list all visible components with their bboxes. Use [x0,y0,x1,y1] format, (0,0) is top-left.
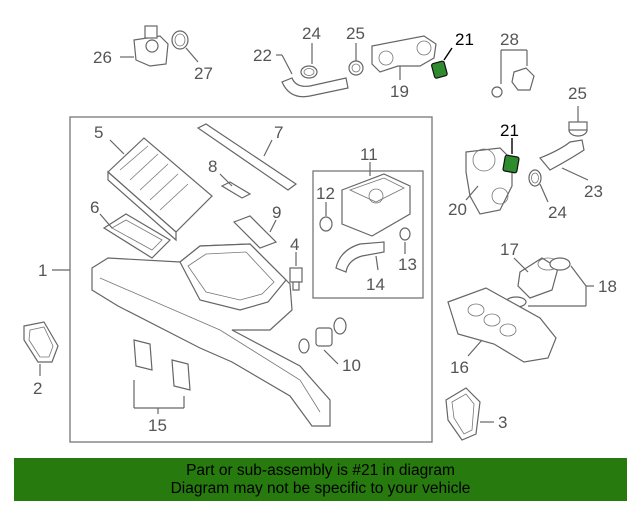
callout-4: 4 [290,235,299,254]
callout-2: 2 [33,379,42,398]
part-11-resonator[interactable] [341,173,411,237]
part-25-ring[interactable] [348,60,364,76]
callout-25-right: 25 [568,84,587,103]
callout-7: 7 [274,123,283,142]
part-24-clamp[interactable] [300,65,318,79]
callout-18: 18 [598,277,617,296]
info-banner: Part or sub-assembly is #21 in diagram D… [14,458,627,501]
callout-15: 15 [148,416,167,435]
part-20-housing[interactable] [465,147,513,215]
callout-9: 9 [272,203,281,222]
part-26-sensor[interactable] [133,25,169,67]
part-28-sensor[interactable] [491,67,535,98]
part-4-sensor[interactable] [289,267,303,291]
callout-6: 6 [90,198,99,217]
part-6-pad[interactable] [102,213,171,259]
part-1-housing[interactable] [91,243,331,427]
part-16-manifold[interactable] [447,287,557,363]
callout-21-right: 21 [500,121,519,140]
callout-28: 28 [500,30,519,49]
callout-12: 12 [316,184,335,203]
callout-10: 10 [342,356,361,375]
part-13-ring[interactable] [399,227,411,241]
part-12-ring[interactable] [319,216,333,232]
callout-17: 17 [500,240,519,259]
part-22-hose[interactable] [281,77,349,98]
callout-13: 13 [398,255,417,274]
callout-25-top: 25 [346,24,365,43]
callout-21-top: 21 [455,30,474,49]
part-3-gasket[interactable] [445,387,481,441]
part-21-highlighted-right[interactable] [502,154,520,174]
air-cleaner-group-frame [69,116,433,443]
part-19-connector[interactable] [371,35,437,73]
part-7-element[interactable] [196,123,298,191]
callout-27: 27 [194,64,213,83]
callout-22: 22 [253,46,272,65]
callout-26: 26 [93,48,112,67]
part-24-clamp-right[interactable] [528,169,542,187]
banner-line-2: Diagram may not be specific to your vehi… [170,480,471,497]
callout-8: 8 [208,157,217,176]
part-21-highlighted-top[interactable] [431,60,448,79]
part-27-gasket[interactable] [171,30,189,50]
part-25-cap[interactable] [568,121,588,137]
callout-20: 20 [448,200,467,219]
callout-5: 5 [94,123,103,142]
callout-19: 19 [390,82,409,101]
part-23-hose[interactable] [539,139,585,171]
banner-line-1: Part or sub-assembly is #21 in diagram [186,462,455,479]
sub-assembly-11-frame [312,170,424,299]
part-15-clips[interactable] [133,339,191,391]
part-8-seal[interactable] [220,181,252,199]
callout-24-right: 24 [548,203,567,222]
part-5-filter[interactable] [107,137,213,242]
callout-3: 3 [498,413,507,432]
callout-11: 11 [360,145,378,164]
parts-diagram: 26 27 22 24 25 19 21 28 25 21 20 23 24 1… [23,24,617,443]
callout-24-top: 24 [302,24,321,43]
callout-16: 16 [450,358,469,377]
callout-23: 23 [584,182,603,201]
part-14-hose[interactable] [335,241,385,273]
part-9-seal[interactable] [232,215,278,249]
part-2-gasket[interactable] [23,321,59,363]
callout-1: 1 [38,261,47,280]
callout-14: 14 [366,275,385,294]
part-17-connector[interactable] [517,257,559,299]
part-10-couplings[interactable] [298,317,347,354]
